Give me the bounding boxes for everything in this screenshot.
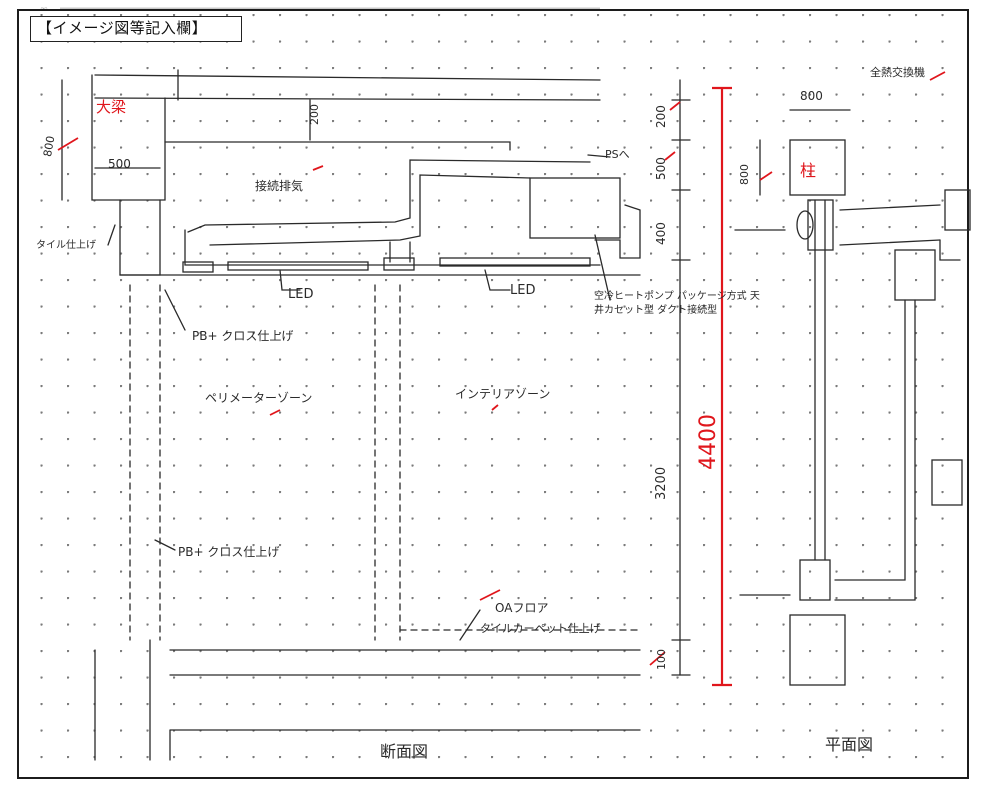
led-label-1: LED bbox=[288, 287, 313, 302]
red-marks bbox=[57, 71, 946, 666]
above-ceiling-dim: 200 bbox=[308, 104, 321, 125]
ceiling-line bbox=[164, 141, 511, 151]
fixture-1 bbox=[182, 261, 214, 273]
dim-500: 500 bbox=[654, 157, 668, 180]
tile-finish-label: タイル仕上げ bbox=[36, 238, 96, 251]
led-label-2: LED bbox=[510, 283, 535, 298]
dim-3200: 3200 bbox=[654, 467, 669, 500]
plan-view-label: 平面図 bbox=[825, 735, 873, 754]
plan-drawing bbox=[734, 109, 971, 686]
led-1 bbox=[227, 261, 369, 271]
interior-zone-label: インテリアゾーン bbox=[455, 387, 550, 401]
beam-height-label: 800 bbox=[41, 135, 57, 158]
section-drawing bbox=[61, 69, 691, 761]
dim-800-left: 800 bbox=[738, 164, 751, 185]
slab-top-line bbox=[94, 74, 601, 81]
pb-cloth-label-2: PB+ クロス仕上げ bbox=[178, 545, 279, 559]
dim-400: 400 bbox=[654, 222, 668, 245]
beam-label: 大梁 bbox=[96, 98, 126, 116]
led-2 bbox=[439, 257, 591, 267]
dot-grid bbox=[19, 11, 967, 777]
dim-200: 200 bbox=[654, 105, 668, 128]
pb-cloth-label-1: PB+ クロス仕上げ bbox=[192, 329, 293, 343]
diffuser-label: 接続排気 bbox=[255, 178, 303, 193]
dim-4400: 4400 bbox=[696, 414, 721, 470]
page-title: 【イメージ図等記入欄】 bbox=[30, 16, 242, 42]
fixture-2 bbox=[383, 257, 415, 271]
duct-lower bbox=[209, 174, 531, 246]
beam-width-label: 500 bbox=[108, 157, 131, 171]
duct-upper bbox=[187, 159, 591, 233]
ac-unit bbox=[529, 177, 621, 239]
oa-floor-label: OAフロア bbox=[495, 601, 548, 615]
column-box bbox=[789, 139, 846, 196]
zone-divider-dash bbox=[374, 284, 401, 641]
perimeter-zone-dash bbox=[129, 284, 161, 641]
floor-slab bbox=[169, 649, 641, 676]
package-note: 空冷ヒートポンプ パッケージ方式 天井カセット型 ダクト接続型 bbox=[594, 291, 760, 316]
dim-100: 100 bbox=[655, 649, 668, 670]
total-height-dim bbox=[712, 86, 732, 687]
dim-800-top: 800 bbox=[800, 89, 823, 103]
tile-carpet-label: タイルカーペット仕上げ bbox=[480, 622, 601, 635]
column-label: 柱 bbox=[800, 161, 816, 180]
duct-vertical bbox=[814, 199, 826, 561]
outer-air-label: 全熱交換機 bbox=[870, 65, 925, 79]
slab-bottom-line bbox=[94, 97, 601, 101]
perimeter-zone-label: ペリメーターゾーン bbox=[205, 391, 312, 405]
package-note-box: 空冷ヒートポンプ パッケージ方式 天井カセット型 ダクト接続型 bbox=[594, 291, 760, 316]
beam-outline bbox=[91, 74, 166, 201]
to-ps-label: PSへ bbox=[605, 148, 630, 161]
section-view-label: 断面図 bbox=[380, 742, 428, 761]
column-lower bbox=[789, 614, 846, 686]
